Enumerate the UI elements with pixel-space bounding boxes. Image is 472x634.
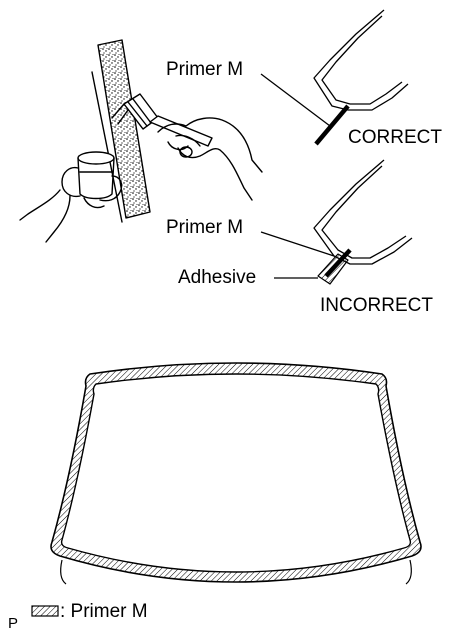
correct-glass-edge <box>314 104 350 146</box>
legend: : Primer M <box>30 602 148 622</box>
correct-panel-outer <box>313 9 409 111</box>
incorrect-label: INCORRECT <box>320 295 433 316</box>
figure-code: P <box>8 615 19 632</box>
windshield-glass <box>60 373 412 573</box>
hatched-rectangle-icon <box>31 605 59 617</box>
primer-cup-icon <box>77 151 115 200</box>
windshield-left-foot <box>60 559 67 585</box>
primer-label-correct: Primer M <box>166 59 244 80</box>
windshield-diagram <box>50 362 422 585</box>
windshield-right-foot <box>405 559 412 585</box>
incorrect-panel-outer <box>313 159 413 265</box>
incorrect-glass-edge <box>324 248 352 278</box>
correct-cross-section <box>260 9 409 146</box>
primer-label-incorrect: Primer M <box>166 217 244 238</box>
incorrect-primer-leader <box>260 231 335 257</box>
correct-label: CORRECT <box>348 127 442 148</box>
incorrect-cross-section <box>260 159 413 285</box>
brush-icon <box>111 93 213 147</box>
correct-panel-inner <box>321 15 403 105</box>
incorrect-panel-inner <box>321 165 407 259</box>
adhesive-strip <box>97 39 151 219</box>
legend-text: : Primer M <box>60 601 148 622</box>
right-hand-icon <box>157 117 263 201</box>
left-hand-icon <box>19 166 123 243</box>
correct-leader-line <box>260 73 331 127</box>
adhesive-label: Adhesive <box>178 267 257 288</box>
application-illustration <box>19 39 263 243</box>
